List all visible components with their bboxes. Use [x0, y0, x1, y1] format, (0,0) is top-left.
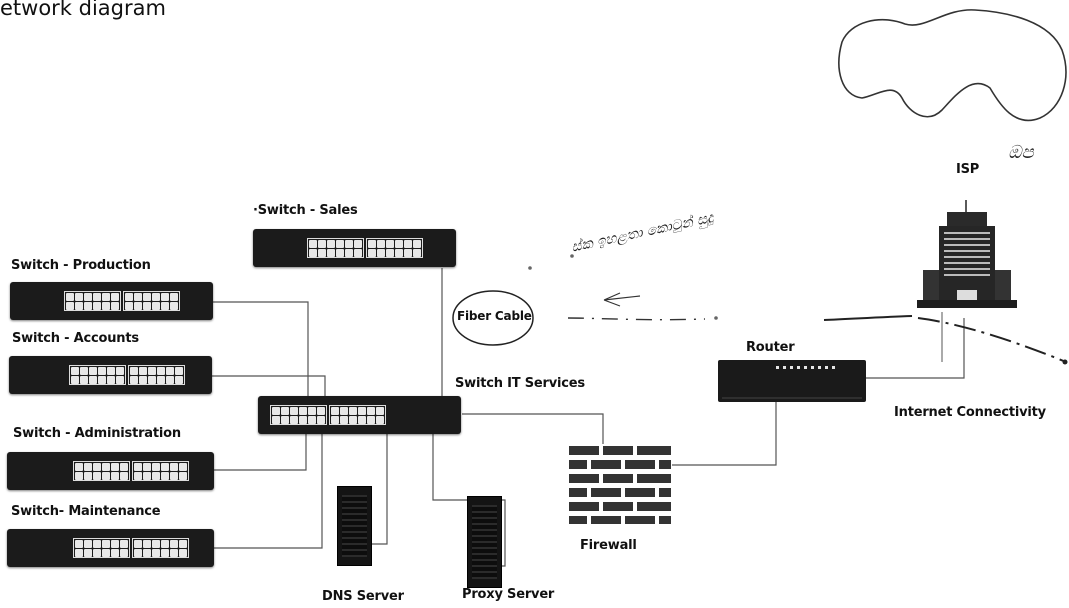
label-switch-sales: ·Switch - Sales	[253, 203, 358, 218]
link-proxy	[432, 432, 506, 567]
fiber-cable-circle	[452, 290, 534, 346]
switch-accounts-device	[9, 356, 212, 394]
firewall-bricks	[568, 444, 672, 526]
switch-sales-device	[253, 229, 456, 267]
link-administration	[214, 430, 307, 471]
label-proxy-server: Proxy Server	[462, 587, 555, 602]
proxy-server-device	[467, 496, 502, 588]
label-switch-maintenance: Switch- Maintenance	[11, 504, 161, 519]
switch-administration-device	[7, 452, 214, 490]
dns-server-device	[337, 486, 372, 566]
page-title: etwork diagram	[0, 0, 166, 20]
label-switch-production: Switch - Production	[11, 258, 151, 273]
link-accounts	[210, 375, 326, 396]
port-block	[73, 461, 189, 481]
link-dns	[370, 432, 388, 545]
port-block	[73, 538, 189, 558]
port-block	[64, 291, 180, 311]
label-dns-server: DNS Server	[322, 589, 404, 604]
label-router: Router	[746, 340, 795, 355]
handwritten-isp-note: ඔප	[1008, 142, 1034, 163]
link-firewall	[462, 413, 604, 446]
label-firewall: Firewall	[580, 538, 637, 553]
port-block	[69, 365, 185, 385]
label-fiber-cable: Fiber Cable	[457, 309, 532, 323]
port-block	[270, 405, 386, 425]
isp-building	[917, 200, 1017, 308]
cloud-sketch	[838, 9, 1067, 122]
label-internet-connectivity: Internet Connectivity	[894, 405, 1046, 420]
link-internet	[866, 318, 965, 379]
switch-it-services-device	[258, 396, 461, 434]
switch-production-device	[10, 282, 213, 320]
sketch-arrow	[603, 292, 641, 307]
port-block	[307, 238, 423, 258]
link-router	[672, 402, 777, 466]
link-maintenance	[214, 432, 323, 549]
link-production	[210, 301, 309, 396]
label-isp: ISP	[956, 162, 980, 177]
label-switch-it-services: Switch IT Services	[455, 376, 585, 391]
label-switch-administration: Switch - Administration	[13, 426, 181, 441]
router-device	[718, 360, 866, 402]
label-switch-accounts: Switch - Accounts	[12, 331, 139, 346]
switch-maintenance-device	[7, 529, 214, 567]
